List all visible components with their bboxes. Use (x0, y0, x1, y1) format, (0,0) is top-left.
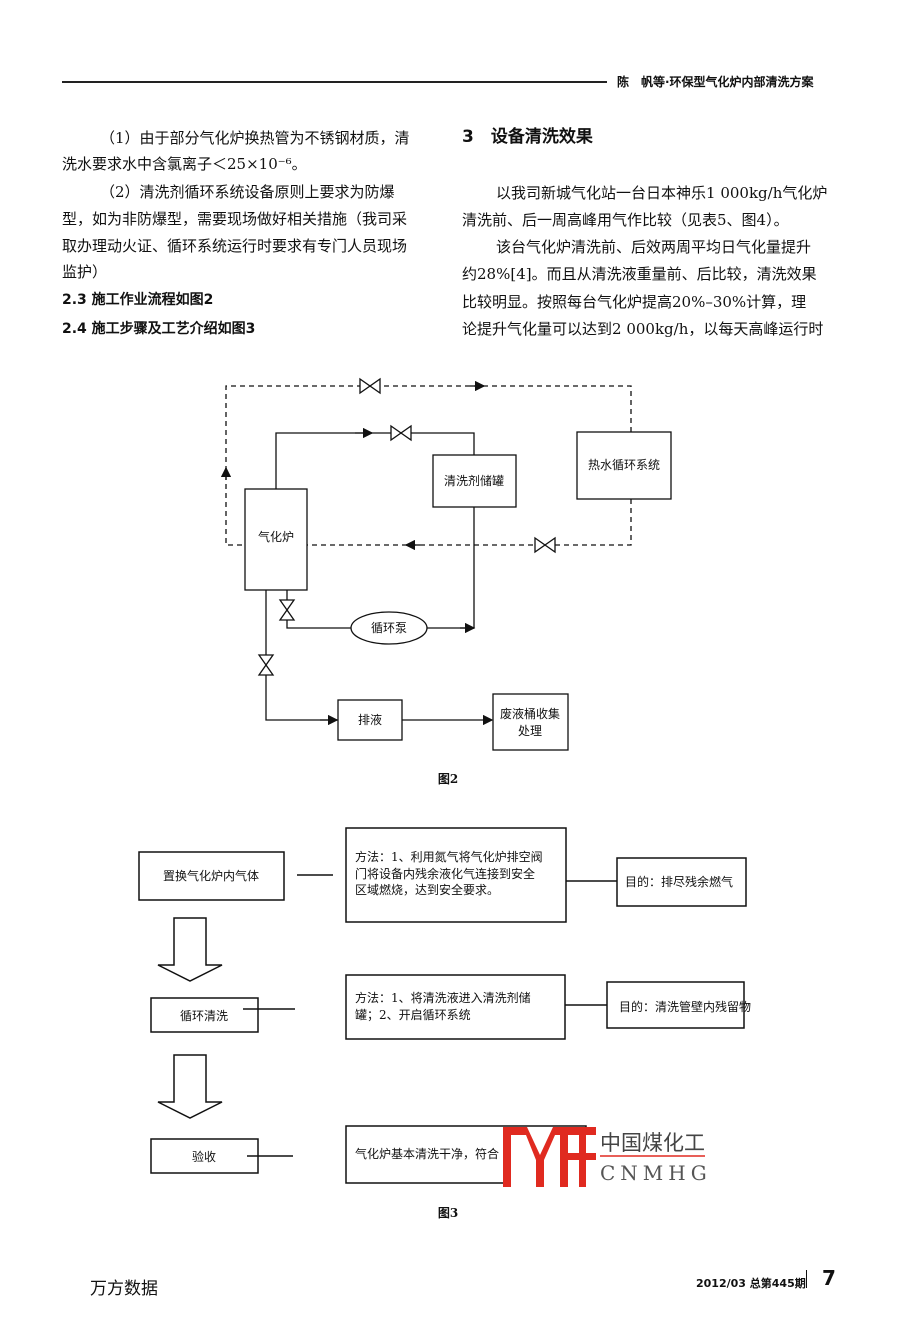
logo-name-cn: 中国煤化工 (600, 1131, 705, 1155)
figure-2-caption: 图2 (438, 772, 458, 786)
paragraph-line: 取办理动火证、循环系统运行时要求有专门人员现场 (62, 237, 408, 255)
cleaner-tank-box (432, 454, 517, 508)
page-number: 7 (822, 1266, 836, 1290)
method-text: 方法：1、将清洗液进入清洗剂储 (355, 990, 531, 1005)
footer-issue: 2012/03 总第445期 (696, 1277, 806, 1290)
gasifier-box (244, 488, 308, 591)
paragraph-line: 约28%[4]。而且从清洗液重量前、后比较，清洗效果 (462, 265, 817, 283)
drain-label: 排液 (358, 712, 382, 727)
paragraph-line: 比较明显。按照每台气化炉提高20%–30%计算，理 (462, 293, 807, 311)
method-text: 罐；2、开启循环系统 (355, 1008, 471, 1022)
valve-icon (534, 536, 556, 554)
drain-box (337, 699, 403, 741)
step-box (138, 851, 285, 901)
valve-icon (359, 377, 381, 395)
purpose-box (616, 857, 747, 907)
paragraph-line: 以我司新城气化站一台日本神乐1 000kg/h气化炉 (496, 184, 828, 202)
cnmhg-logo: 中国煤化工 CNMHG (503, 1127, 712, 1187)
waste-box (492, 693, 569, 751)
pump-ellipse (350, 611, 428, 645)
method-text: 门将设备内残余液化气连接到安全 (355, 866, 535, 881)
method-text: 方法：1、利用氮气将气化炉排空阀 (355, 849, 543, 864)
valve-icon (257, 654, 275, 676)
footer-source: 万方数据 (90, 1279, 158, 1299)
supply-pipe (275, 432, 475, 489)
running-title: 陈 帆等·环保型气化炉内部清洗方案 (617, 75, 814, 89)
section-heading-3: 3 设备清洗效果 (462, 127, 593, 147)
paragraph-line: 该台气化炉清洗前、后效两周平均日气化量提升 (496, 238, 812, 256)
valve-icon (390, 424, 412, 442)
method-box (345, 827, 567, 923)
paragraph-line: （2）清洗剂循环系统设备原则上要求为防爆 (100, 183, 395, 201)
gasifier-label: 气化炉 (258, 529, 294, 544)
paragraph-line: （1）由于部分气化炉换热管为不锈钢材质，清 (100, 129, 410, 147)
hot-water-label: 热水循环系统 (588, 458, 660, 472)
method-text: 区域燃烧，达到安全要求。 (355, 882, 499, 897)
hot-water-dashed-loop (220, 380, 632, 551)
purpose-text: 目的：清洗管壁内残留物 (619, 999, 751, 1014)
figure-2 (220, 377, 672, 751)
paragraph-line: 型，如为非防爆型，需要现场做好相关措施（我司采 (62, 210, 408, 228)
drain-pipe (265, 590, 338, 721)
step-box (150, 997, 259, 1033)
pump-label: 循环泵 (371, 621, 407, 635)
step-label: 验收 (192, 1149, 216, 1164)
paragraph-line: 清洗前、后一周高峰用气作比较（见表5、图4）。 (462, 211, 789, 229)
valve-icon (278, 599, 296, 621)
paragraph-line: 监护） (62, 263, 108, 281)
paragraph-line: 论提升气化量可以达到2 000kg/h，以每天高峰运行时 (462, 320, 824, 338)
purpose-box (606, 981, 745, 1029)
hot-water-box (576, 431, 672, 500)
down-arrow-icon (157, 1054, 223, 1119)
step-label: 循环清洗 (180, 1009, 228, 1023)
purpose-text: 目的：排尽残余燃气 (625, 874, 733, 889)
footer-divider (806, 1270, 807, 1288)
return-pipe (427, 507, 475, 629)
figure-3-caption: 图3 (438, 1206, 458, 1220)
step-label: 置换气化炉内气体 (163, 868, 259, 883)
method-box (345, 974, 566, 1040)
cleaner-tank-label: 清洗剂储罐 (444, 473, 504, 488)
paragraph-line: 洗水要求水中含氯离子＜25×10⁻⁶。 (62, 155, 307, 173)
waste-label: 废液桶收集 (500, 706, 560, 721)
down-arrow-icon (157, 917, 223, 982)
header-rule (62, 81, 607, 83)
waste-label: 处理 (518, 724, 542, 738)
step-box (150, 1138, 259, 1174)
section-heading-2-3: 2.3 施工作业流程如图2 (62, 292, 214, 308)
logo-name-en: CNMHG (600, 1161, 712, 1185)
section-heading-2-4: 2.4 施工步骤及工艺介绍如图3 (62, 321, 256, 337)
method-text: 气化炉基本清洗干净，符合 (355, 1146, 499, 1161)
